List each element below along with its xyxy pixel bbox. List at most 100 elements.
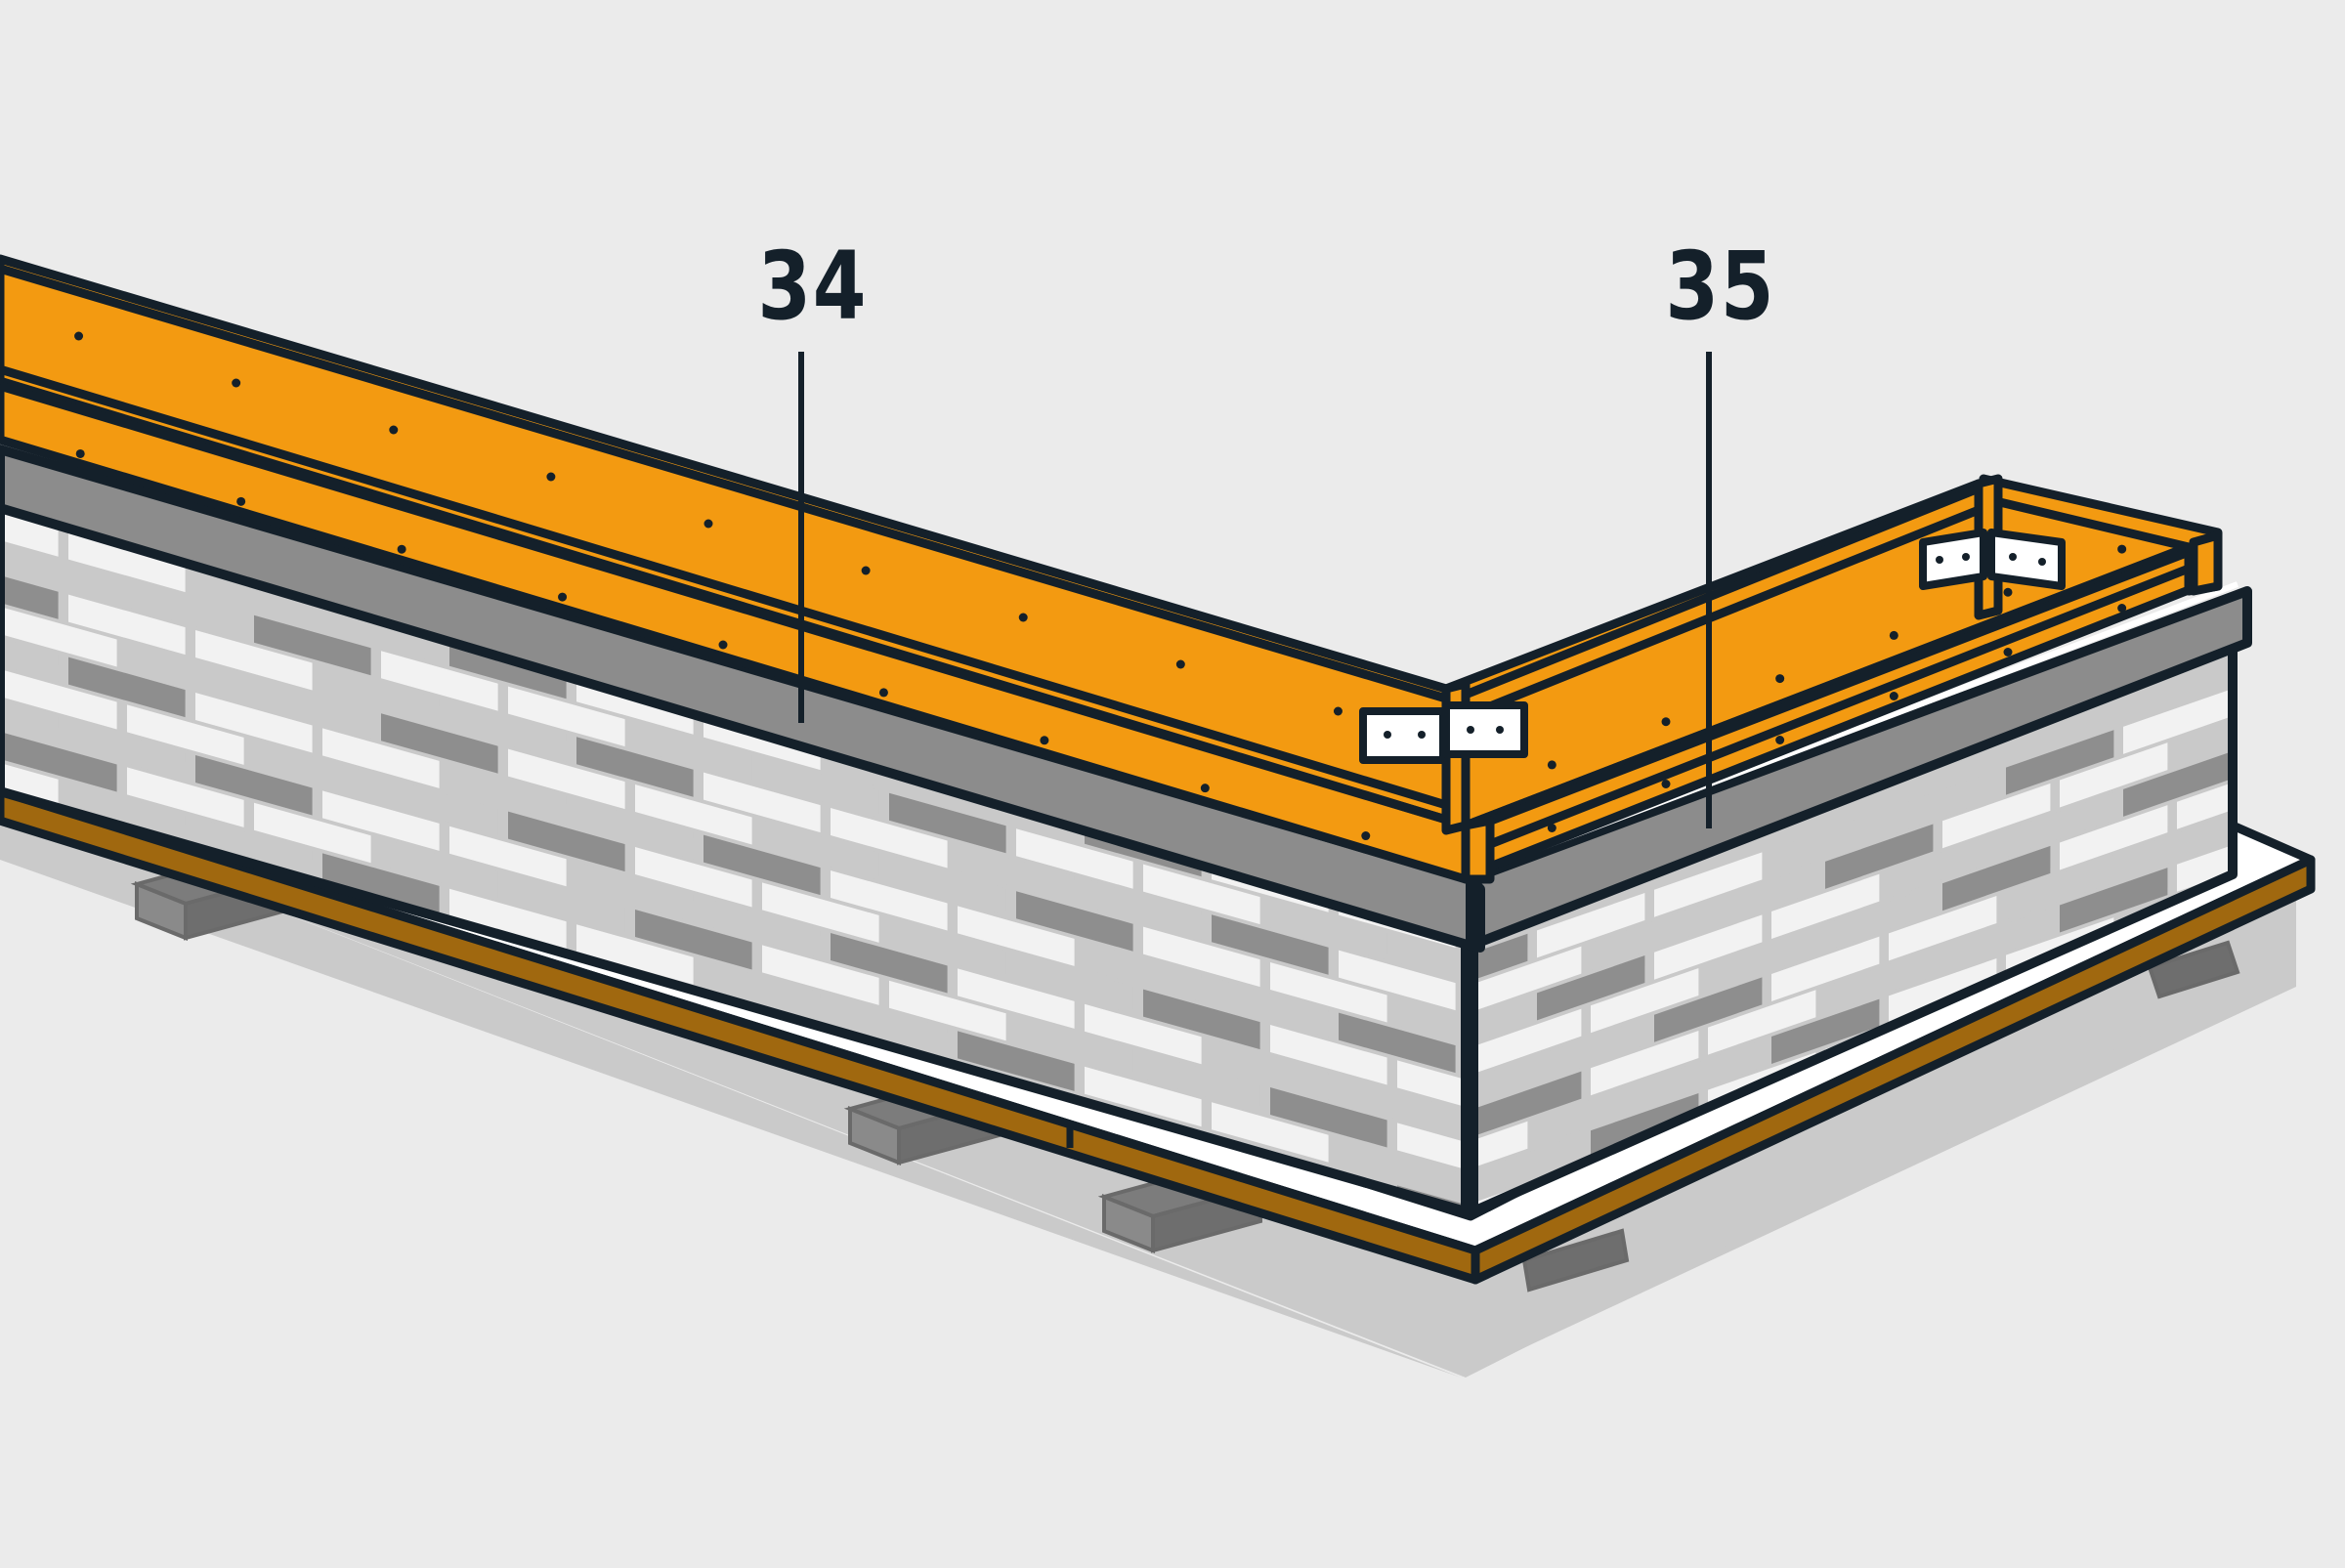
brick	[322, 790, 440, 851]
brick	[2294, 911, 2345, 976]
brick	[1654, 914, 1763, 980]
screw-dot	[236, 496, 246, 506]
brick	[1591, 1092, 1699, 1159]
deck-edge-right	[1471, 855, 2316, 1285]
brick	[0, 498, 59, 557]
brick	[2123, 814, 2232, 879]
screw-dot	[2117, 544, 2127, 554]
callout-label-35: 35	[1665, 232, 1776, 341]
brick	[1537, 1081, 1645, 1146]
brick	[2060, 742, 2168, 808]
brick	[2060, 868, 2168, 933]
brick	[195, 755, 313, 816]
brick	[2123, 751, 2232, 817]
brick	[1339, 1137, 1456, 1199]
corner-post-end	[2189, 530, 2223, 596]
brick	[127, 642, 244, 702]
brick	[635, 722, 752, 783]
screw-dot	[1547, 824, 1556, 832]
corner-post-front	[1461, 816, 1495, 884]
screw-dot	[2003, 587, 2013, 597]
deck-board	[0, 747, 2316, 1285]
brick	[1270, 900, 1387, 960]
support-block	[1521, 1228, 1630, 1293]
brick	[508, 686, 625, 747]
corner-brackets	[1359, 529, 2066, 764]
screw-dot	[1547, 760, 1556, 770]
brick	[1708, 865, 1816, 930]
brick	[1143, 989, 1260, 1050]
brick	[1085, 941, 1202, 1002]
brick	[0, 669, 117, 730]
screw-dot	[861, 566, 871, 575]
callout-leaders	[798, 352, 1712, 828]
brick	[1016, 891, 1133, 952]
screw-dot	[1040, 736, 1049, 745]
brick	[1537, 1018, 1645, 1083]
brick	[0, 684, 59, 744]
screw-dot	[558, 592, 568, 602]
screw-dot	[1018, 613, 1028, 622]
brick	[1654, 852, 1763, 917]
brick	[0, 621, 59, 682]
brick	[1708, 990, 1816, 1055]
screw-dots	[74, 331, 2127, 841]
brick	[1771, 873, 1880, 940]
brick	[0, 732, 117, 792]
ground-shadow	[0, 801, 2296, 1377]
ground-shadow-area	[0, 762, 2296, 1377]
brick	[381, 713, 498, 774]
screw-dot	[2117, 604, 2127, 613]
brick	[127, 579, 244, 640]
brick	[195, 693, 313, 753]
brick	[1339, 1012, 1456, 1074]
brick	[831, 996, 948, 1056]
brick	[1889, 895, 1997, 961]
brick	[2294, 724, 2345, 788]
brick	[1591, 967, 1699, 1034]
brick	[1537, 893, 1645, 958]
screw-dot	[2003, 648, 2013, 657]
brick	[1397, 1123, 1466, 1183]
brick	[1537, 955, 1645, 1021]
brick	[1270, 962, 1387, 1023]
brick	[958, 906, 1075, 966]
screw-dot	[1361, 831, 1371, 841]
brick	[1016, 828, 1133, 889]
brick	[889, 917, 1006, 979]
brick	[704, 772, 821, 833]
screw-dot	[1661, 780, 1671, 788]
brick	[68, 657, 186, 718]
brick	[635, 847, 752, 908]
brick	[254, 740, 371, 801]
brick	[635, 910, 752, 970]
brick	[449, 763, 567, 825]
brick	[508, 811, 625, 872]
screw-dot	[718, 640, 728, 650]
brick	[889, 792, 1006, 854]
brick	[2060, 805, 2168, 870]
screw-dot	[1175, 659, 1185, 669]
brick	[1825, 886, 1934, 952]
brick	[889, 980, 1006, 1041]
screw-dot	[546, 472, 556, 482]
brick	[704, 897, 821, 958]
brick	[0, 559, 59, 619]
brick	[1339, 950, 1456, 1011]
screw-dot	[1889, 630, 1898, 640]
support-block	[2147, 940, 2240, 999]
screw-dot	[397, 544, 406, 554]
brick	[1016, 1016, 1133, 1077]
brick	[322, 853, 440, 913]
brick	[1825, 949, 1934, 1014]
brick	[576, 737, 694, 797]
screw-dot	[232, 378, 241, 388]
corner-bracket-back	[1919, 529, 2066, 590]
brick	[1085, 1003, 1202, 1065]
brick	[195, 568, 313, 628]
brick	[254, 677, 371, 739]
brick	[0, 544, 117, 605]
brick	[127, 704, 244, 765]
brick	[762, 882, 879, 943]
